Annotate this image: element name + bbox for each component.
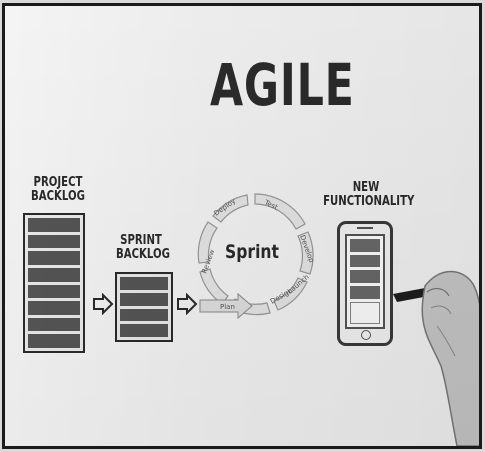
plan-arrow-icon (199, 292, 253, 320)
feature-row (350, 239, 380, 252)
arrow-right-icon (93, 293, 114, 315)
backlog-item (28, 284, 80, 299)
sprint-item (120, 277, 168, 290)
phone-screen (345, 234, 385, 329)
backlog-item (28, 218, 80, 232)
sprint-item (120, 308, 168, 322)
diagram-frame: AGILE PROJECT BACKLOG SPRINT BACKLOG (2, 3, 482, 449)
sprint-center-label: Sprint (225, 242, 279, 264)
new-functionality-label: NEW FUNCTIONALITY (323, 180, 415, 209)
project-backlog-label-line1: PROJECT (33, 175, 83, 190)
sprint-item (120, 324, 168, 337)
backlog-item (28, 251, 80, 265)
feature-row (350, 286, 380, 299)
phase-label-plan: Plan (220, 303, 235, 311)
project-backlog-label: PROJECT BACKLOG (31, 176, 86, 204)
feature-row (350, 270, 380, 284)
new-functionality-label-line2: FUNCTIONALITY (323, 194, 415, 209)
sprint-item (120, 292, 168, 306)
sprint-backlog-label-line1: SPRINT (120, 233, 162, 248)
arrow-right-icon (177, 293, 198, 315)
backlog-item (28, 234, 80, 249)
project-backlog-label-line2: BACKLOG (31, 189, 85, 204)
backlog-item (28, 317, 80, 332)
hand-with-marker-icon (393, 270, 479, 446)
feature-row (350, 254, 380, 268)
smartphone-icon (337, 221, 393, 346)
sprint-backlog-label-line2: BACKLOG (116, 247, 170, 262)
phone-home-button (361, 330, 371, 340)
backlog-item (28, 301, 80, 315)
sprint-backlog-stack (115, 272, 173, 342)
backlog-item (28, 267, 80, 282)
backlog-item (28, 334, 80, 348)
page-title: AGILE (210, 51, 355, 119)
new-functionality-label-line1: NEW (352, 180, 380, 195)
phone-speaker (357, 227, 373, 229)
feature-row-empty (350, 301, 380, 324)
project-backlog-stack (23, 213, 85, 353)
cycle-arrows-icon (197, 193, 314, 316)
sprint-cycle: Sprint Plan Review Deploy Test Develop D… (197, 193, 316, 320)
sprint-backlog-label: SPRINT BACKLOG (116, 233, 170, 262)
